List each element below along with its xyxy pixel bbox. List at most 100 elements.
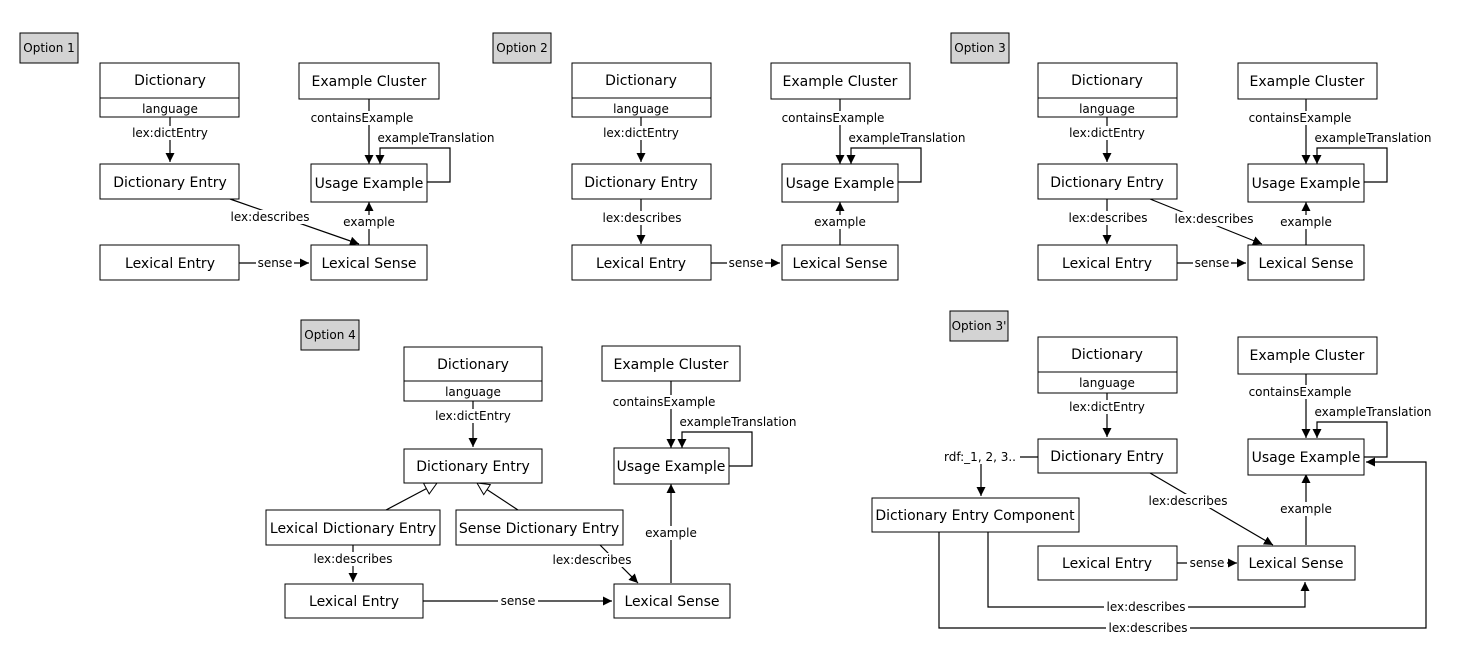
o3-lexical-entry-label: Lexical Entry	[1062, 256, 1152, 272]
o1-language-label: language	[142, 102, 198, 116]
o3-dictionary-box	[1037, 62, 1178, 118]
o3p-lexical-sense-label: Lexical Sense	[1249, 556, 1344, 572]
o1-describes-edge-label: lex:describes	[230, 210, 309, 224]
o3p-example-cluster-label: Example Cluster	[1250, 348, 1365, 364]
o3-lexical-entry-box	[1037, 244, 1178, 281]
o1-dictionary-label: Dictionary	[134, 73, 206, 89]
option-3-text: Option 3	[954, 41, 1006, 55]
o4-lexical-dictionary-entry-label: Lexical Dictionary Entry	[270, 521, 436, 537]
o3p-dictionary-label: Dictionary	[1071, 347, 1143, 363]
o3-lexical-sense-label: Lexical Sense	[1259, 256, 1354, 272]
o4-dictionary-entry-label: Dictionary Entry	[416, 459, 530, 475]
o3-dictionary-entry-box	[1037, 163, 1178, 200]
o4-contains-example-edge-label: containsExample	[613, 395, 716, 409]
o1-lexical-entry-label: Lexical Entry	[125, 256, 215, 272]
o4-dictionary-label: Dictionary	[437, 357, 509, 373]
o3p-dictionary-entry-component-box	[871, 497, 1080, 533]
o1-example-cluster-box	[298, 62, 440, 100]
o3p-rdf-members-edge-label: rdf:_1, 2, 3..	[944, 450, 1016, 464]
o2-lexical-entry-label: Lexical Entry	[596, 256, 686, 272]
o4-example-translation-edge-label: exampleTranslation	[679, 415, 796, 429]
o3p-language-label: language	[1079, 376, 1135, 390]
o2-usage-example-box	[781, 163, 899, 203]
o4-example-edge-label: example	[645, 526, 697, 540]
o2-dictionary-entry-box	[571, 163, 712, 200]
o1-lexical-entry-box	[99, 244, 240, 281]
o2-example-edge-label: example	[814, 215, 866, 229]
o2-sense-edge-label: sense	[729, 256, 764, 270]
option-3prime-text: Option 3'	[952, 319, 1007, 333]
o4-lexical-entry-label: Lexical Entry	[309, 594, 399, 610]
o2-dictionary-entry-label: Dictionary Entry	[584, 175, 698, 191]
o3-describes-left-edge-label: lex:describes	[1068, 211, 1147, 225]
o1-example-edge-label: example	[343, 215, 395, 229]
o1-dict-entry-edge-label: lex:dictEntry	[132, 126, 208, 140]
o2-dict-entry-edge-label: lex:dictEntry	[603, 126, 679, 140]
o1-lexical-sense-label: Lexical Sense	[322, 256, 417, 272]
option-4-edges	[348, 381, 753, 606]
o2-dictionary-box	[571, 62, 712, 118]
o3p-lexical-entry-box	[1037, 545, 1178, 581]
o3p-example-translation-edge-label: exampleTranslation	[1314, 405, 1431, 419]
option-2-text: Option 2	[496, 41, 548, 55]
o3p-contains-example-edge-label: containsExample	[1249, 385, 1352, 399]
o4-sense-dictionary-entry-label: Sense Dictionary Entry	[459, 521, 619, 537]
o4-lexical-dictionary-entry-box	[265, 509, 441, 546]
option-1-text: Option 1	[23, 41, 75, 55]
o1-usage-example-label: Usage Example	[315, 176, 424, 192]
o3p-describes-entry-edge-label: lex:describes	[1148, 494, 1227, 508]
o1-example-translation-edge-label: exampleTranslation	[377, 131, 494, 145]
o3-example-edge-label: example	[1280, 215, 1332, 229]
option-4-text: Option 4	[304, 328, 356, 342]
o2-usage-example-label: Usage Example	[786, 176, 895, 192]
o3p-lexical-sense-box	[1237, 545, 1356, 581]
o3-example-translation-edge-label: exampleTranslation	[1314, 131, 1431, 145]
o4-lexical-entry-box	[284, 583, 424, 619]
option-3-label: Option 3	[950, 32, 1010, 64]
o1-lexical-sense-box	[310, 244, 428, 281]
o4-sense-edge-label: sense	[501, 594, 536, 608]
o3p-dictionary-entry-label: Dictionary Entry	[1050, 449, 1164, 465]
o4-example-cluster-label: Example Cluster	[614, 357, 729, 373]
o3p-describes-component-sense-edge-label: lex:describes	[1106, 600, 1185, 614]
o2-lexical-entry-box	[571, 244, 712, 281]
o2-example-translation-edge-label: exampleTranslation	[848, 131, 965, 145]
o2-contains-example-edge-label: containsExample	[782, 111, 885, 125]
o1-usage-example-box	[310, 163, 428, 203]
o4-lexical-sense-box	[613, 583, 731, 619]
o4-dictionary-entry-box	[403, 448, 543, 484]
o3p-example-edge-label: example	[1280, 502, 1332, 516]
option-3prime-label: Option 3'	[949, 310, 1009, 342]
o1-dictionary-entry-box	[99, 163, 240, 200]
o3-dict-entry-edge-label: lex:dictEntry	[1069, 126, 1145, 140]
o3p-usage-example-label: Usage Example	[1252, 450, 1361, 466]
o3-describes-right-edge-label: lex:describes	[1174, 212, 1253, 226]
option-1-label: Option 1	[19, 32, 79, 64]
o4-usage-example-box	[613, 447, 730, 485]
o3-dictionary-label: Dictionary	[1071, 73, 1143, 89]
o3p-dictionary-entry-component-label: Dictionary Entry Component	[875, 508, 1075, 524]
o3p-describes-component-usage-edge-label: lex:describes	[1108, 621, 1187, 635]
o3p-lexical-entry-label: Lexical Entry	[1062, 556, 1152, 572]
o1-example-cluster-label: Example Cluster	[312, 74, 427, 90]
o3-dictionary-entry-label: Dictionary Entry	[1050, 175, 1164, 191]
o4-describes-left-edge-label: lex:describes	[313, 552, 392, 566]
o3p-dictionary-box	[1037, 336, 1178, 394]
o4-lexical-sense-label: Lexical Sense	[625, 594, 720, 610]
o2-lexical-sense-label: Lexical Sense	[793, 256, 888, 272]
o3p-dictionary-entry-box	[1037, 438, 1178, 474]
o3-sense-edge-label: sense	[1195, 256, 1230, 270]
o3p-sense-edge-label: sense	[1190, 556, 1225, 570]
option-4-label: Option 4	[300, 319, 360, 351]
o3-example-cluster-label: Example Cluster	[1250, 74, 1365, 90]
o3-usage-example-box	[1247, 163, 1365, 203]
o4-sense-dictionary-entry-box	[455, 509, 624, 546]
o3-usage-example-label: Usage Example	[1252, 176, 1361, 192]
o3p-usage-example-box	[1247, 438, 1365, 476]
o4-example-cluster-box	[601, 345, 741, 382]
o1-dictionary-box	[99, 62, 240, 118]
o3-lexical-sense-box	[1247, 244, 1365, 281]
o4-dict-entry-edge-label: lex:dictEntry	[435, 409, 511, 423]
o3p-dict-entry-edge-label: lex:dictEntry	[1069, 400, 1145, 414]
